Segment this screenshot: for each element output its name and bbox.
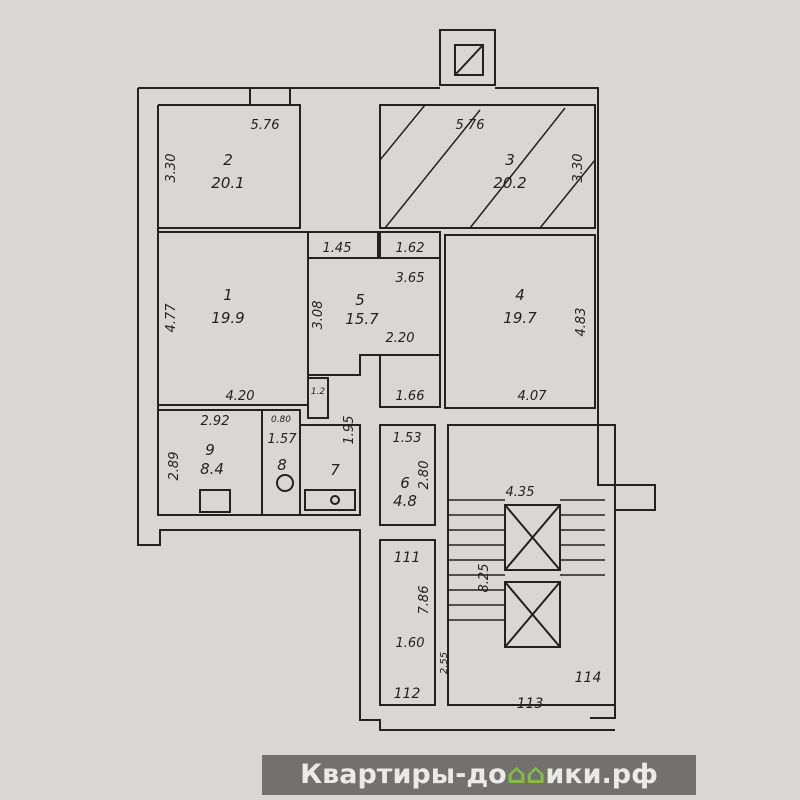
room-1-area: 19.9 <box>211 309 244 327</box>
watermark-logo: Квартиры-до⌂⌂ики.рф <box>262 755 696 795</box>
room-3-num: 3 <box>505 151 515 169</box>
dim: 1.95 <box>342 416 357 445</box>
room-9-area: 8.4 <box>200 460 224 478</box>
dim: 4.77 <box>164 303 179 333</box>
dim: 3.30 <box>571 154 586 183</box>
room-9-num: 9 <box>205 441 215 459</box>
dim: 4.20 <box>226 389 255 404</box>
dim: 2.55 <box>439 652 450 674</box>
dimension-labels: 5.76 3.30 5.76 3.30 4.77 4.20 4.83 4.07 … <box>164 118 589 674</box>
walls <box>137 29 656 731</box>
room-2-area: 20.1 <box>211 174 244 192</box>
room-1-num: 1 <box>223 286 233 304</box>
dim: 1.2 <box>311 387 326 397</box>
dim: 2.92 <box>201 414 230 429</box>
dim: 1.53 <box>393 431 422 446</box>
dim: 2.89 <box>167 452 182 481</box>
dim: 4.35 <box>506 485 535 500</box>
dim: 5.76 <box>251 118 280 133</box>
room-3-area: 20.2 <box>493 174 526 192</box>
dim: 2.20 <box>386 331 415 346</box>
label-114: 114 <box>575 670 602 686</box>
room-5-num: 5 <box>355 291 365 309</box>
dim: 1.62 <box>396 241 425 256</box>
room-4-area: 19.7 <box>503 309 537 327</box>
room-7-num: 7 <box>330 461 340 479</box>
dim: 3.30 <box>164 154 179 183</box>
dim: 4.07 <box>518 389 548 404</box>
dim: 4.83 <box>574 308 589 337</box>
watermark-text-right: ики.рф <box>545 759 658 790</box>
dim: 8.25 <box>477 564 492 593</box>
dim: 7.86 <box>417 586 432 615</box>
dim: 3.08 <box>311 301 326 330</box>
room-8-num: 8 <box>277 456 287 474</box>
dim: 0.80 <box>271 415 291 425</box>
watermark-text-left: Квартиры-до <box>300 759 507 790</box>
stair-steps <box>448 499 605 621</box>
house-icon: ⌂⌂ <box>506 759 546 790</box>
dim: 1.66 <box>396 389 425 404</box>
dim: 3.65 <box>396 271 425 286</box>
room-6-num: 6 <box>400 474 410 492</box>
room-4-num: 4 <box>515 286 525 304</box>
room-5-area: 15.7 <box>345 310 379 328</box>
room-labels: 2 20.1 3 20.2 1 19.9 4 19.7 5 15.7 6 4.8… <box>200 151 537 510</box>
dim: 2.80 <box>417 461 432 490</box>
dim: 1.60 <box>396 636 425 651</box>
public-area-labels: 111 112 113 114 <box>394 550 602 712</box>
room-8-area: 1.57 <box>268 432 298 447</box>
dim: 5.76 <box>456 118 485 133</box>
room-2-num: 2 <box>223 151 233 169</box>
room-6-area: 4.8 <box>393 492 417 510</box>
label-112: 112 <box>394 686 421 702</box>
dim: 1.45 <box>323 241 352 256</box>
label-111: 111 <box>394 550 421 566</box>
label-113: 113 <box>517 696 544 712</box>
